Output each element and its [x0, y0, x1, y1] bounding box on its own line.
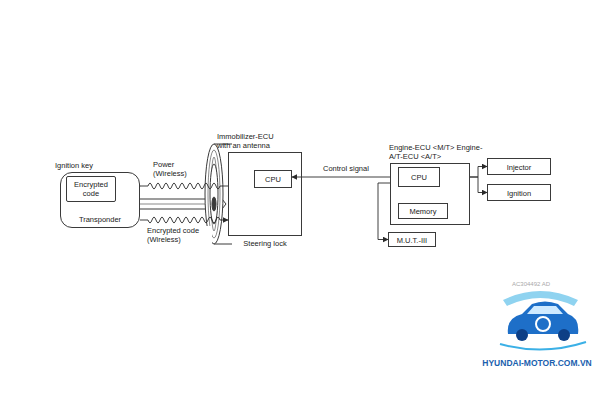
ecu-title: Immobilizer-ECU with an antenna — [217, 132, 289, 150]
transponder-label: Transponder — [63, 215, 137, 224]
box-label: Ignition — [491, 188, 547, 197]
tool-box: M.U.T.-III — [388, 232, 436, 247]
output-box: Ignition — [487, 184, 551, 201]
box-label: Encrypted code — [70, 180, 112, 198]
box-label: Injector — [491, 162, 547, 171]
watermark-logo — [500, 291, 586, 350]
part-label: Steering lock — [229, 239, 301, 248]
signal-line — [292, 177, 398, 178]
ecu-title: Engine-ECU <M/T> Engine-A/T-ECU <A/T> — [389, 143, 483, 161]
signal-label: Control signal — [322, 164, 384, 173]
output-box: Injector — [487, 158, 551, 175]
engine-ecu: Engine-ECU <M/T> Engine-A/T-ECU <A/T>CPU… — [390, 163, 470, 225]
key-head: Ignition keyTransponderEncrypted code — [60, 172, 140, 228]
box-label: CPU — [258, 175, 288, 184]
box-label: M.U.T.-III — [392, 235, 432, 244]
figure-code: AC304492 AD — [512, 281, 550, 287]
signal-label: Power (Wireless) — [152, 160, 200, 178]
wireless-signal — [140, 183, 228, 189]
box-label: CPU — [402, 173, 436, 182]
cpu-box: CPU — [398, 167, 440, 187]
memory-box: Memory — [398, 203, 448, 219]
cpu-box: CPU — [254, 170, 292, 188]
signal-label: Encrypted code (Wireless) — [146, 226, 212, 244]
wireless-signal — [140, 217, 228, 223]
immobilizer-ecu: Immobilizer-ECU with an antennaSteering … — [228, 152, 302, 236]
watermark-text: HYUNDAI-MOTOR.COM.VN — [482, 358, 591, 368]
box-label: Memory — [402, 207, 444, 216]
code-box: Encrypted code — [66, 176, 116, 202]
key-title: Ignition key — [55, 161, 135, 170]
